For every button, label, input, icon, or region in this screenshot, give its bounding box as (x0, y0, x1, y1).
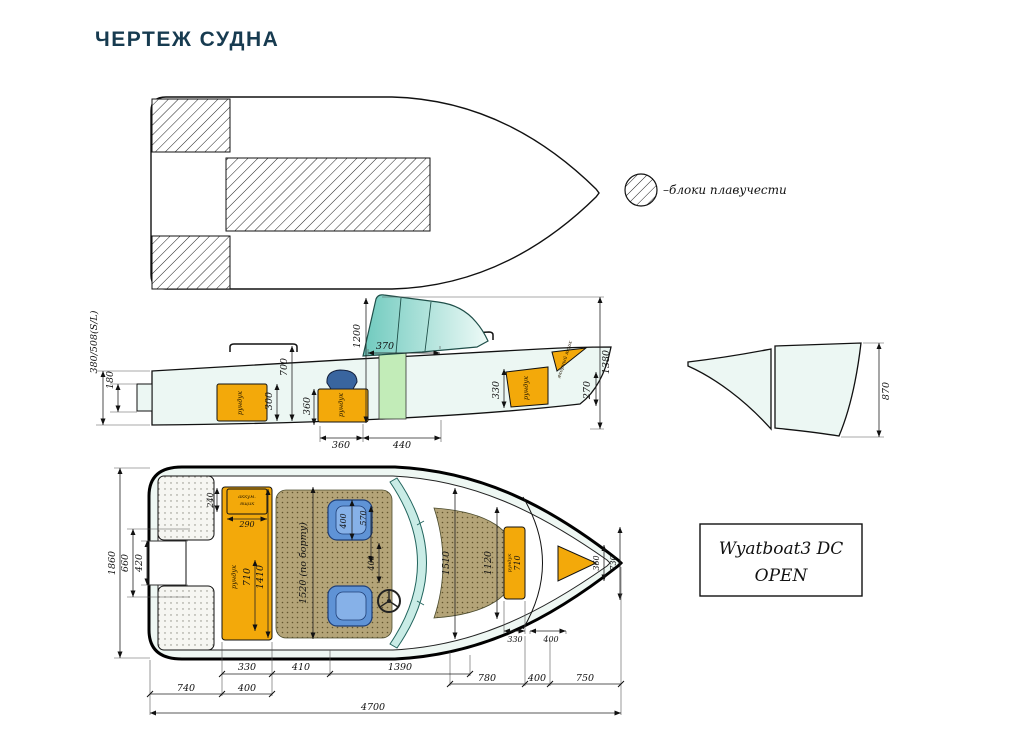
windshield-mullions (395, 297, 432, 354)
dim-400-chain3: 400 (237, 683, 256, 694)
dim-300: 300 (264, 392, 275, 410)
plan-mid-dims (310, 487, 500, 639)
dim-290: 290 (238, 520, 254, 529)
model-plate-line2: OPEN (755, 566, 809, 586)
dim-4700-total: 4700 (360, 702, 385, 713)
anchor-box (551, 347, 588, 372)
legend: –блоки плавучести (624, 173, 787, 207)
plan-locker-left (221, 486, 273, 641)
steering-wheel (377, 589, 401, 613)
dim-710-right: 710 (513, 555, 522, 570)
battery-label-1: аккум. (238, 494, 256, 500)
side-locker-stern (216, 383, 268, 422)
dim-1410: 1410 (255, 565, 266, 589)
flotation-legend-label: –блоки плавучести (663, 183, 787, 197)
stern-platform-top (157, 475, 215, 541)
dim-270: 270 (582, 381, 593, 400)
plan-locker-right-label: рундук (507, 554, 513, 572)
plan-view: аккум. ящик рундук 710 1410 рундук 710 (107, 465, 625, 716)
dim-1200: 1200 (352, 324, 363, 348)
dim-1380: 1380 (601, 350, 612, 374)
windshield-plan (389, 477, 427, 649)
transom-view: 870 (687, 342, 892, 438)
windshield-plan-dividers (416, 520, 425, 606)
dim-660: 660 (120, 554, 131, 572)
helm-seat-side (326, 369, 358, 390)
dim-750-chain: 750 (576, 673, 594, 684)
battery-label-2: ящик (240, 501, 255, 507)
dim-360-bow: 360 (592, 555, 601, 570)
flotation-block-bottom (151, 235, 231, 290)
flotation-block-mid (225, 157, 431, 232)
model-plate-frame (699, 523, 863, 597)
helm-seat-starboard (327, 585, 373, 627)
dim-370: 370 (376, 341, 394, 352)
dim-400-bow: 400 (542, 635, 558, 644)
dim-420: 420 (134, 554, 145, 573)
dim-330-side: 330 (491, 381, 502, 399)
side-locker-bow-label: рундук (522, 376, 530, 400)
dim-870: 870 (881, 382, 892, 400)
plan-bow-dims (503, 527, 623, 634)
dim-440: 440 (392, 440, 411, 451)
dim-700: 700 (279, 358, 290, 376)
dim-180: 180 (105, 371, 116, 389)
plan-left-dims (114, 467, 267, 659)
dim-740-chain: 740 (177, 683, 195, 694)
transom-bracket (136, 383, 153, 412)
dim-400-aisle: 400 (367, 555, 376, 571)
dim-1120: 1120 (483, 551, 494, 575)
dim-330-chain: 330 (238, 662, 256, 673)
page-title: ЧЕРТЕЖ СУДНА (95, 28, 280, 51)
transom-left-wing (687, 348, 772, 431)
dim-330-bow: 330 (507, 635, 522, 644)
plan-bottom-chains (146, 567, 625, 716)
dim-400-chain2: 400 (527, 673, 546, 684)
bow-coaming-arc (522, 496, 543, 630)
top-view (150, 96, 600, 290)
dim-1860: 1860 (107, 551, 118, 575)
motor-well-cutout (148, 540, 187, 586)
transom-right-body (774, 342, 862, 437)
anchor-locker-plan (557, 545, 598, 582)
dim-400-seat: 400 (339, 513, 348, 529)
dim-1510: 1510 (441, 551, 452, 575)
side-locker-bow (505, 366, 549, 408)
stern-platform-bottom (157, 585, 215, 651)
dim-360-side: 360 (302, 397, 313, 415)
stern-grab-rail (229, 343, 298, 352)
dim-730: 730 (609, 555, 618, 570)
dim-1390-chain: 1390 (388, 662, 412, 673)
model-plate-line1: Wyatboat3 DC (719, 539, 844, 559)
deck-green-strip (378, 346, 407, 420)
dim-1520-side: 1520 (по борту) (298, 522, 309, 604)
side-dim-lines (96, 296, 604, 442)
model-plate: Wyatboat3 DC OPEN (699, 523, 863, 597)
dim-360-width: 360 (332, 440, 350, 451)
flotation-block-top (151, 98, 231, 153)
flotation-legend-icon (624, 173, 658, 207)
dim-240: 240 (206, 492, 215, 508)
dim-710-left: 710 (242, 568, 253, 586)
windshield-side (362, 294, 489, 357)
side-view: рундук рундук рундук якорный ящик (89, 294, 612, 451)
side-locker-mid-label: рундук (337, 393, 345, 417)
side-locker-stern-label: рундук (236, 391, 244, 415)
plan-locker-right (503, 526, 526, 600)
dim-570: 570 (359, 510, 368, 525)
plan-locker-left-label: рундук (230, 565, 238, 589)
dim-transom-height: 380/508(S/L) (89, 310, 100, 373)
dim-780-chain: 780 (478, 673, 496, 684)
dim-410-chain: 410 (291, 662, 310, 673)
